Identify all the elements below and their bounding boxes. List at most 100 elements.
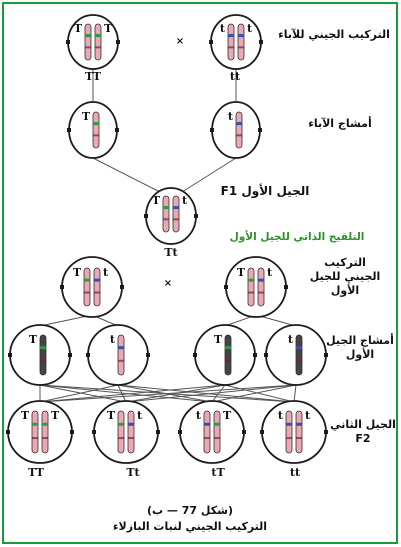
- f2-2-chrom-2-stripe: [128, 437, 134, 439]
- f2-2-chrom-2: [128, 411, 134, 453]
- f1-chrom-2-band: [173, 206, 179, 209]
- f1-left-chrom-2-band: [94, 279, 100, 282]
- f2-line1: الجيل الثاني: [330, 418, 396, 432]
- f2-1-cell-notch-right: [70, 430, 74, 434]
- f2-1-cell: [8, 401, 72, 463]
- f2-genotype-1: TT: [21, 466, 51, 479]
- f2-4-cell-notch-right: [324, 430, 328, 434]
- f1-gamete-2-cell-notch-left: [86, 353, 90, 357]
- parent-right-chrom-2-stripe: [238, 46, 244, 48]
- f1-gamete-3-cell-notch-left: [193, 353, 197, 357]
- cross-symbol-f1: ×: [160, 278, 176, 291]
- f1-left-chrom-2: [94, 268, 100, 306]
- gamete-parent-left-cell-notch-left: [67, 128, 71, 132]
- f2-2-chrom-1-band: [118, 423, 124, 426]
- f1-gamete-1-cell-notch-right: [68, 353, 72, 357]
- parent-right-chrom-1-stripe: [228, 46, 234, 48]
- parent-right-chrom-1: [228, 24, 234, 60]
- parent-right-cell-notch-right: [259, 40, 263, 44]
- f1-left-chrom-2-stripe: [94, 292, 100, 294]
- f1-right-cell-notch-left: [224, 285, 228, 289]
- f2-1-chrom-2-allele: T: [51, 409, 60, 422]
- f1-right-chrom-1: [248, 268, 254, 306]
- f1-chrom-2: [173, 196, 179, 232]
- gamete-parent-left-chrom-band: [93, 122, 99, 125]
- parent-left-cell-notch-right: [116, 40, 120, 44]
- f1-right-chrom-1-stripe: [248, 292, 254, 294]
- f1-chrom-1-stripe: [163, 218, 169, 220]
- f2-2-chrom-1-stripe: [118, 437, 124, 439]
- f2-3-chrom-2-allele: T: [223, 409, 232, 422]
- parent-left-genotype: TT: [78, 70, 108, 83]
- f1-gamete-4-cell-notch-left: [264, 353, 268, 357]
- gamete-parent-right-cell-notch-right: [258, 128, 262, 132]
- figure-caption: التركيب الجيني لنبات البازلاء: [80, 520, 300, 534]
- f1-chrom-2-stripe: [173, 218, 179, 220]
- f1-gametes-line1: أمشاج الجيل: [322, 334, 398, 348]
- f1-gametes-line2: الأول: [322, 348, 398, 362]
- gamete-parent-right-chrom-band: [236, 122, 242, 125]
- gamete-parent-left-cell-notch-right: [115, 128, 119, 132]
- f1-right-chrom-1-band: [248, 279, 254, 282]
- f1-right-chrom-2: [258, 268, 264, 306]
- f1-right-cell: [226, 257, 286, 317]
- f2-2-cell-notch-right: [156, 430, 160, 434]
- f1-genotype-line3: الأول: [300, 284, 390, 298]
- f1-label: الجيل الأول F1: [210, 184, 320, 199]
- parent-left-chrom-1: [85, 24, 91, 60]
- f1-chrom-1: [163, 196, 169, 232]
- f2-3-chrom-1: [204, 411, 210, 453]
- f1-left-cell-notch-right: [120, 285, 124, 289]
- f1-left-cell-notch-left: [60, 285, 64, 289]
- f1-cell-notch-left: [144, 214, 148, 218]
- f1-gamete-2-chrom: [118, 335, 124, 375]
- parent-right-cell-notch-left: [209, 40, 213, 44]
- gamete-parent-right-chrom: [236, 112, 242, 148]
- f1-gamete-1-cell-notch-left: [8, 353, 12, 357]
- f1-gamete-2-chrom-stripe: [118, 360, 124, 362]
- f1-gametes-label: أمشاج الجيل الأول: [322, 334, 398, 362]
- f1-genotype: Tt: [156, 246, 186, 259]
- f2-4-cell: [262, 401, 326, 463]
- f1-gamete-4-chrom-band: [296, 346, 302, 349]
- f2-1-cell-notch-left: [6, 430, 10, 434]
- f1-right-chrom-2-band: [258, 279, 264, 282]
- f1-chrom-1-allele: T: [152, 194, 161, 207]
- f2-1-chrom-2-stripe: [42, 437, 48, 439]
- f2-1-chrom-1-band: [32, 423, 38, 426]
- f2-4-chrom-1: [286, 411, 292, 453]
- parent-right-cell: [211, 15, 261, 69]
- f2-1-chrom-1-allele: T: [21, 409, 30, 422]
- f1-gamete-1-chrom: [40, 335, 46, 375]
- gamete-parent-left-chrom-stripe: [93, 134, 99, 136]
- f2-2-cell: [94, 401, 158, 463]
- f1-gamete-2-chrom-band: [118, 346, 124, 349]
- f1-left-chrom-1-band: [84, 279, 90, 282]
- f2-label: الجيل الثاني F2: [330, 418, 396, 446]
- link-gamete-left-f1: [93, 158, 160, 192]
- f2-3-chrom-2-band: [214, 423, 220, 426]
- f2-4-chrom-2-stripe: [296, 437, 302, 439]
- f2-genotype-4: tt: [280, 466, 310, 479]
- f2-3-cell-notch-left: [178, 430, 182, 434]
- f1-gamete-2-cell-notch-right: [146, 353, 150, 357]
- f1-left-chrom-1-allele: T: [73, 266, 82, 279]
- f1-gamete-3-chrom-stripe: [225, 360, 231, 362]
- f2-4-chrom-2-band: [296, 423, 302, 426]
- parent-right-chrom-1-band: [228, 34, 234, 37]
- f1-genotype-line1: التركيب: [300, 256, 390, 270]
- parent-left-cell-notch-left: [66, 40, 70, 44]
- gamete-parent-right-cell-notch-left: [210, 128, 214, 132]
- f1-gamete-3-chrom-band: [225, 346, 231, 349]
- gamete-parent-right-chrom-stripe: [236, 134, 242, 136]
- f1-cell-notch-right: [194, 214, 198, 218]
- f2-genotype-2: Tt: [118, 466, 148, 479]
- f1-genotype-line2: الجيني للجيل: [300, 270, 390, 284]
- parent-left-chrom-2-band: [95, 34, 101, 37]
- gamete-parent-left-chrom: [93, 112, 99, 148]
- gamete-parent-left-chrom-allele: T: [82, 110, 91, 123]
- parent-left-chrom-2-allele: T: [104, 22, 113, 35]
- f1-right-cell-notch-right: [284, 285, 288, 289]
- f1-gamete-1-chrom-allele: T: [29, 333, 38, 346]
- f2-3-chrom-2-stripe: [214, 437, 220, 439]
